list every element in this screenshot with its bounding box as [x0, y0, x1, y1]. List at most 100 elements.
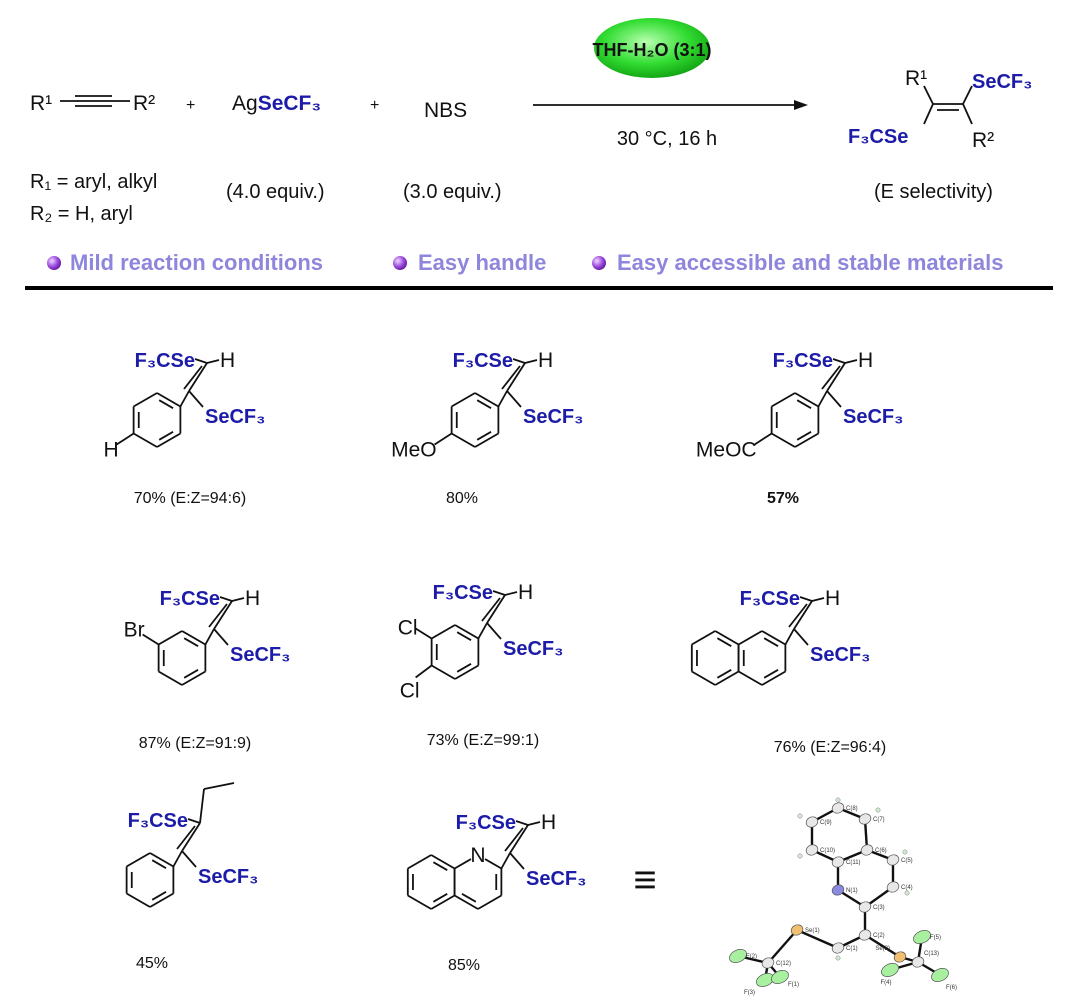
solvent-ellipse [594, 18, 710, 78]
aromatic-ring [770, 392, 820, 448]
plus-sign: + [186, 97, 195, 114]
product-r1: R¹ [905, 67, 927, 90]
double-bond [461, 893, 477, 903]
vinyl-double-bond [183, 365, 203, 390]
product-general: R¹ SeCF₃ F₃CSe R² [848, 67, 1032, 152]
bond [826, 390, 842, 408]
bond [158, 670, 183, 686]
bond [203, 782, 235, 790]
yield-label: 57% [767, 490, 799, 507]
secf3-label: SeCF₃ [503, 638, 563, 660]
double-bond [476, 399, 492, 409]
bond [761, 670, 786, 686]
yield-label: 80% [446, 490, 478, 507]
hydrogen-atom [902, 849, 908, 855]
bond [133, 392, 158, 408]
f3cse-label: F₃CSe [128, 810, 188, 832]
bond [506, 390, 522, 408]
double-bond [763, 669, 779, 679]
atom-label: C(13) [924, 951, 939, 957]
feature-item: Easy handle [418, 250, 546, 275]
r2-definition: R₂ = H, aryl [30, 203, 133, 225]
vinyl-double-bond [821, 365, 841, 390]
yield-label: 73% (E:Z=99:1) [427, 732, 540, 749]
secf3-label: SeCF₃ [258, 92, 321, 115]
vinyl-double-bond [181, 822, 201, 852]
vinyl-double-bond [208, 603, 228, 628]
substituent-label: MeO [391, 439, 437, 462]
bond [231, 597, 245, 602]
bond [454, 664, 479, 680]
atom-ellipse [881, 963, 899, 977]
bond [407, 894, 432, 910]
double-bond [456, 663, 472, 673]
alkyne-reactant: R¹ R² [30, 92, 155, 115]
f3cse-label: F₃CSe [433, 582, 493, 604]
feature-item: Easy accessible and stable materials [617, 250, 1003, 275]
atom-label: C(6) [875, 848, 887, 854]
atom-ellipse [831, 884, 845, 896]
alkyne-r2: R² [133, 92, 155, 115]
agsecf3-reagent: AgSeCF₃ [232, 92, 321, 115]
section-divider [25, 286, 1053, 290]
aromatic-ring [125, 852, 175, 908]
atom-ellipse [886, 881, 900, 893]
bond [430, 894, 456, 910]
bond [832, 358, 846, 364]
atom-ellipse [761, 957, 775, 969]
aromatic-ring [453, 858, 503, 910]
atom-label: Se(1) [805, 928, 820, 934]
h-label: H [245, 587, 260, 610]
atom-ellipse [860, 844, 874, 856]
bond [492, 590, 506, 596]
bond [181, 670, 206, 686]
bond [474, 432, 499, 448]
bond [754, 432, 773, 446]
bond [188, 390, 204, 408]
secf3-label: SeCF₃ [526, 868, 586, 890]
r1-definition: R₁ = aryl, alkyl [30, 171, 157, 193]
atom-label: C(8) [846, 806, 858, 812]
bond [799, 596, 813, 602]
hydrogen-atom [875, 807, 881, 813]
reaction-arrow [533, 100, 808, 110]
h-label: H [538, 349, 553, 372]
atom-label: Se(2) [875, 946, 890, 952]
double-bond [476, 431, 492, 441]
bond [430, 854, 456, 870]
secf3-label: SeCF₃ [230, 644, 290, 666]
bond [504, 591, 518, 596]
f3cse-label: F₃CSe [160, 588, 220, 610]
bond [206, 359, 220, 364]
bond [407, 854, 432, 870]
hydrogen-atom [904, 890, 910, 896]
bond [451, 432, 476, 448]
bond [817, 390, 828, 407]
ag-equiv: (4.0 equiv.) [226, 181, 325, 203]
hydrogen-atom [797, 853, 803, 859]
bond [219, 596, 233, 602]
bond [486, 622, 502, 640]
nbs-reagent: NBS [424, 99, 467, 122]
atom-ellipse [729, 949, 747, 963]
bond [454, 624, 479, 640]
bond [451, 392, 476, 408]
f3cse-label: F₃CSe [135, 350, 195, 372]
yield-label: 85% [448, 957, 480, 974]
bond [474, 392, 499, 408]
vinyl-double-bond [826, 362, 846, 392]
atom-label: C(11) [846, 860, 861, 866]
hydrogen-atom [835, 955, 841, 961]
atom-ellipse [931, 968, 949, 982]
secf3-label: SeCF₃ [843, 406, 903, 428]
selectivity-label: (E selectivity) [874, 181, 993, 203]
double-bond [158, 431, 174, 441]
